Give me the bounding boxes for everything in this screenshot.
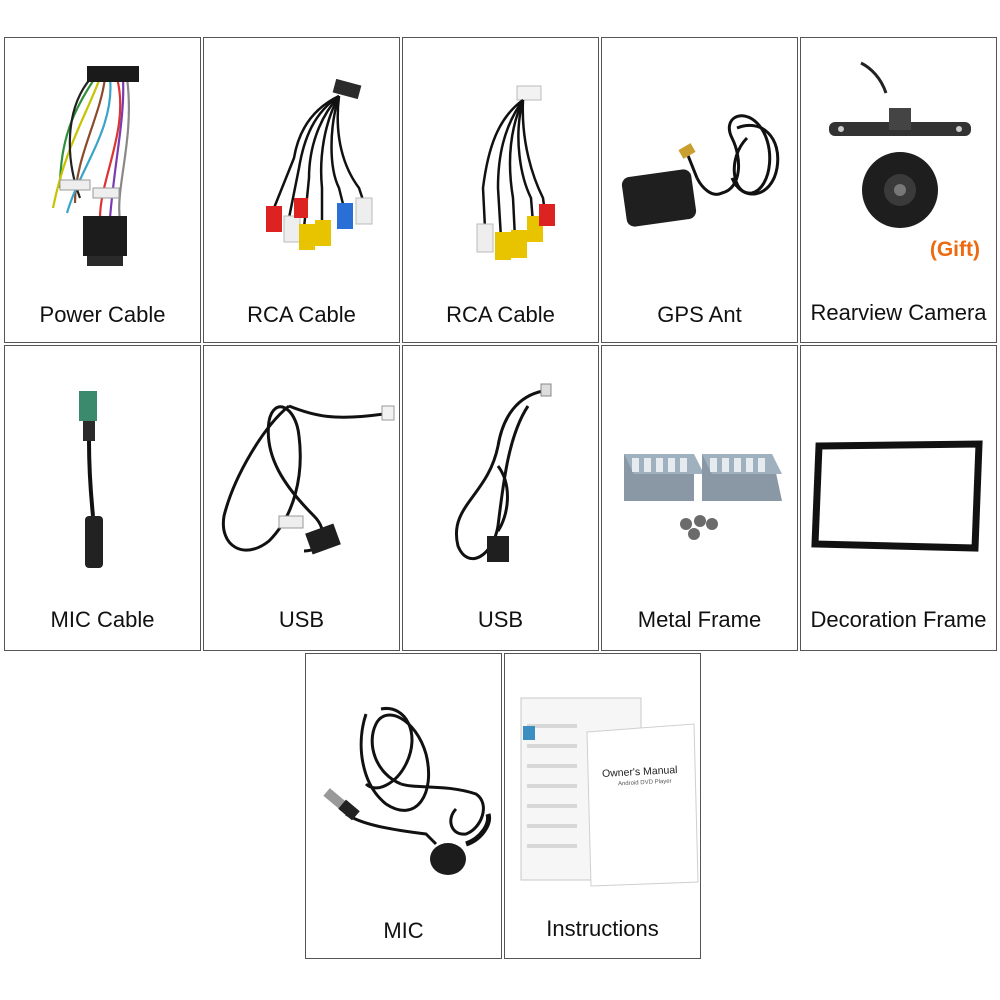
mic-cable-icon bbox=[79, 391, 103, 568]
item-mic-cable: MIC Cable bbox=[4, 345, 201, 651]
item-rca-cable-2: RCA Cable bbox=[402, 37, 599, 343]
item-decoration-frame: Decoration Frame bbox=[800, 345, 997, 651]
item-rca-cable-1: RCA Cable bbox=[203, 37, 400, 343]
rca-cable-icon bbox=[266, 78, 373, 250]
manual-icon bbox=[520, 697, 699, 887]
item-usb-2: USB bbox=[402, 345, 599, 651]
item-label: GPS Ant bbox=[657, 302, 742, 327]
item-label: Instructions bbox=[546, 916, 659, 941]
item-label: Decoration Frame bbox=[810, 607, 987, 632]
item-rearview-camera: (Gift) Rearview Camera bbox=[800, 37, 997, 343]
item-instructions: Owner's Manual Android DVD Player Instru… bbox=[504, 653, 701, 959]
item-label: RCA Cable bbox=[247, 302, 356, 327]
gps-antenna-icon bbox=[621, 114, 780, 227]
gift-badge: (Gift) bbox=[929, 238, 980, 261]
rearview-camera-icon bbox=[829, 61, 971, 228]
decoration-frame-icon bbox=[811, 440, 983, 552]
microphone-icon bbox=[323, 707, 492, 875]
item-label: MIC bbox=[383, 918, 424, 943]
item-label: MIC Cable bbox=[50, 607, 155, 632]
item-gps-ant: GPS Ant bbox=[601, 37, 798, 343]
item-label: Rearview Camera bbox=[810, 300, 987, 325]
item-metal-frame: Metal Frame bbox=[601, 345, 798, 651]
usb-cable-icon bbox=[221, 404, 395, 555]
rca-cable-icon bbox=[476, 85, 555, 260]
item-label: USB bbox=[477, 607, 524, 632]
usb-cable-icon bbox=[454, 383, 552, 562]
item-label: USB bbox=[278, 607, 325, 632]
power-harness-icon bbox=[51, 66, 139, 266]
item-mic: MIC bbox=[305, 653, 502, 959]
metal-frame-icon bbox=[624, 454, 782, 540]
item-label: RCA Cable bbox=[446, 302, 555, 327]
item-label: Metal Frame bbox=[637, 607, 762, 632]
item-label: Power Cable bbox=[39, 302, 166, 327]
item-usb-1: USB bbox=[203, 345, 400, 651]
item-power-cable: Power Cable bbox=[4, 37, 201, 343]
